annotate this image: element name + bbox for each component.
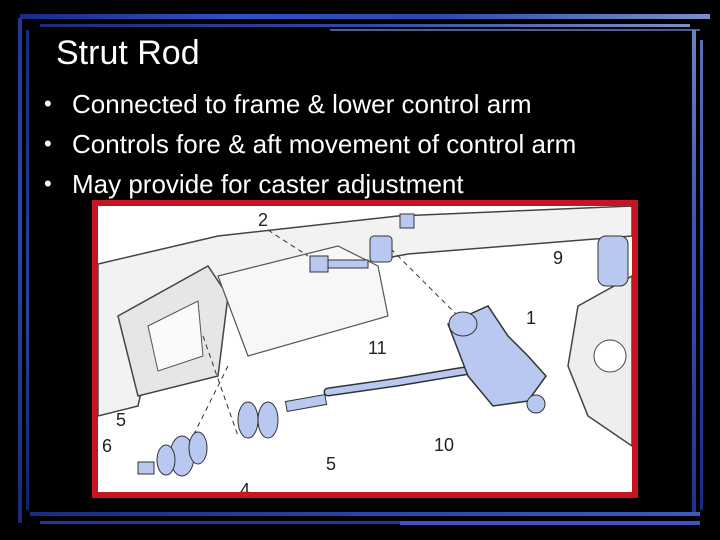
- callout-number: 2: [258, 210, 268, 230]
- bullet-text: Controls fore & aft movement of control …: [72, 129, 577, 159]
- bottom-accent-line: [30, 512, 700, 516]
- bullet-item: • Connected to frame & lower control arm: [44, 84, 576, 124]
- top-accent-line: [40, 24, 690, 27]
- callout-number: 6: [102, 436, 112, 456]
- bullet-item: • May provide for caster adjustment: [44, 164, 576, 204]
- callout-number: 5: [326, 454, 336, 474]
- top-accent-line: [330, 29, 700, 31]
- control-arm-part: [447, 305, 547, 414]
- bullet-item: • Controls fore & aft movement of control…: [44, 124, 576, 164]
- callout-number: 10: [434, 435, 454, 455]
- callout-number: 9: [553, 248, 563, 268]
- callout-number: 1: [526, 308, 536, 328]
- callout-number: 4: [240, 480, 250, 492]
- bullet-icon: •: [44, 171, 52, 196]
- bushing-part: [237, 401, 279, 439]
- strut-rod-diagram: 2 9 1 11 5 6 10 5 4: [92, 200, 638, 498]
- frame-rail: [98, 206, 632, 417]
- right-accent-line: [700, 40, 703, 510]
- frame-crossmember: [217, 245, 389, 357]
- callout-number: 11: [368, 338, 387, 358]
- left-accent-line: [18, 18, 22, 523]
- bottom-accent-line: [40, 521, 400, 524]
- steering-knuckle-part: [567, 235, 632, 447]
- bullet-icon: •: [44, 131, 52, 156]
- slide-title: Strut Rod: [56, 34, 200, 72]
- frame-bracket: [147, 300, 204, 372]
- callout-number: 5: [116, 410, 126, 430]
- bullet-icon: •: [44, 91, 52, 116]
- washer-part: [137, 431, 208, 477]
- right-accent-line: [692, 30, 696, 515]
- bullet-list: •Connected to frame & lower control arm …: [44, 84, 576, 204]
- bullet-text: May provide for caster adjustment: [72, 169, 464, 199]
- bottom-accent-line: [400, 521, 700, 525]
- suspension-illustration: 2 9 1 11 5 6 10 5 4: [98, 206, 632, 492]
- bolt-part: [309, 213, 415, 273]
- top-accent-line: [20, 14, 710, 19]
- bullet-text: Connected to frame & lower control arm: [72, 89, 532, 119]
- left-accent-line: [26, 30, 29, 510]
